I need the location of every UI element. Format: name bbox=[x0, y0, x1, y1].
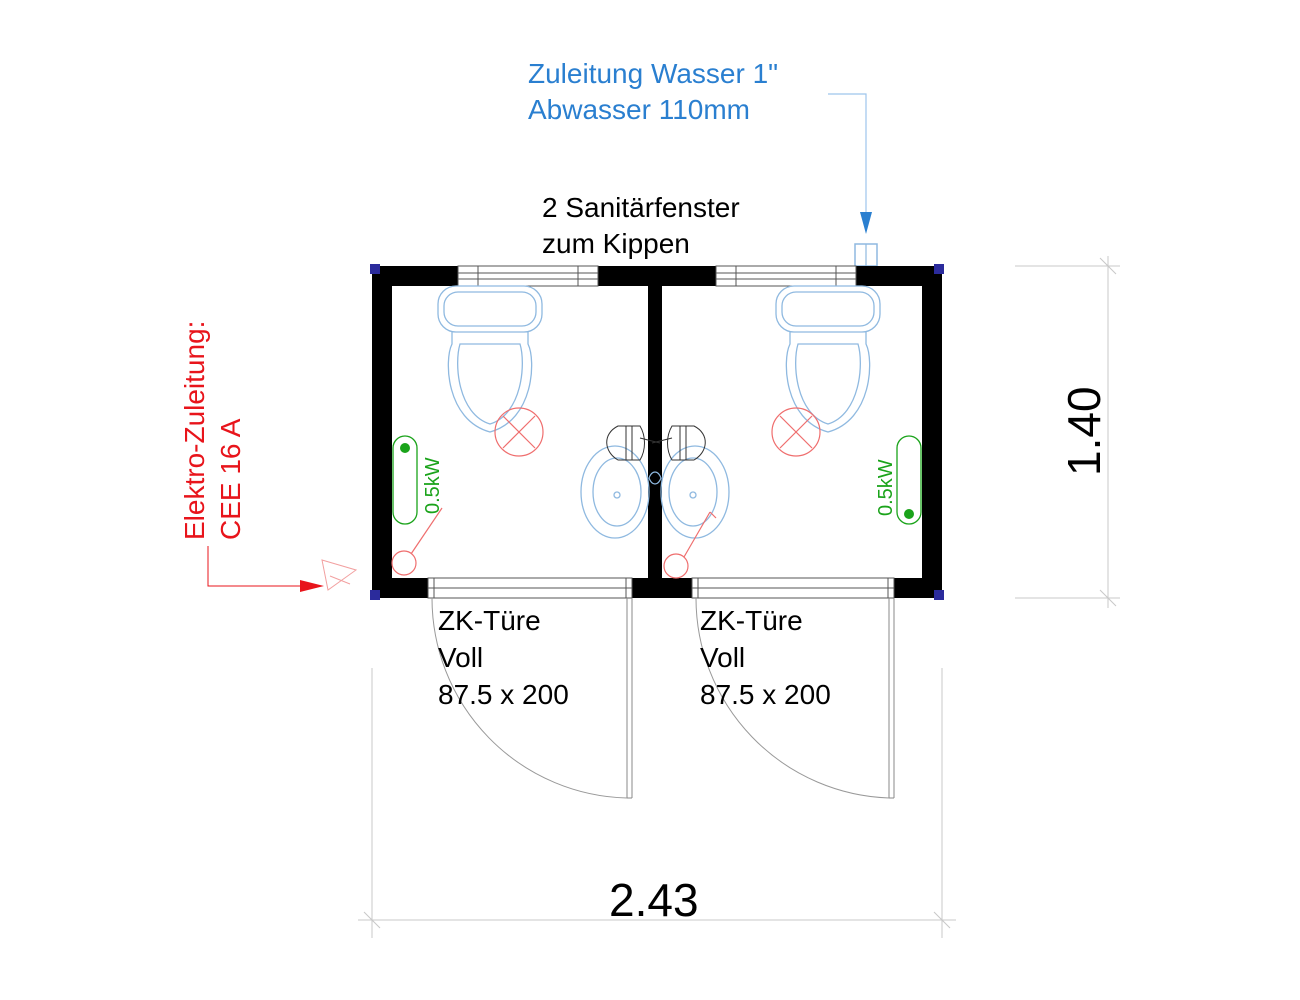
heater-label-right: 0.5kW bbox=[875, 459, 897, 516]
electric-label-line1: Elektro-Zuleitung: bbox=[179, 321, 210, 540]
light-switch-left bbox=[391, 507, 443, 576]
heater-right bbox=[896, 435, 922, 525]
door-left bbox=[427, 577, 633, 799]
electric-supply-leader bbox=[207, 546, 358, 592]
electric-label-line2: CEE 16 A bbox=[215, 418, 246, 540]
toilet-right bbox=[775, 285, 881, 433]
heater-label-left: 0.5kW bbox=[422, 457, 444, 514]
windows-label-line2: zum Kippen bbox=[542, 228, 690, 259]
width-dimension: 2.43 bbox=[609, 874, 699, 926]
water-supply-label: Zuleitung Wasser 1" bbox=[528, 58, 779, 89]
window-left bbox=[457, 265, 599, 287]
door-right-label-line3: 87.5 x 200 bbox=[700, 679, 831, 710]
floor-drain-right bbox=[771, 407, 821, 457]
windows-label-line1: 2 Sanitärfenster bbox=[542, 192, 740, 223]
walls bbox=[372, 266, 942, 598]
wastewater-label: Abwasser 110mm bbox=[528, 94, 751, 125]
door-right-label-line1: ZK-Türe bbox=[700, 605, 803, 636]
dimension-lines bbox=[358, 256, 1120, 938]
depth-dimension: 1.40 bbox=[1058, 386, 1110, 476]
toilet-left bbox=[437, 285, 543, 433]
door-right bbox=[691, 577, 895, 799]
window-right bbox=[715, 265, 857, 287]
dispenser-right bbox=[651, 425, 706, 461]
corner-posts bbox=[370, 264, 944, 600]
door-left-label-line1: ZK-Türe bbox=[438, 605, 541, 636]
door-right-label-line2: Voll bbox=[700, 642, 746, 673]
door-left-label-line3: 87.5 x 200 bbox=[438, 679, 569, 710]
dispenser-left bbox=[606, 425, 661, 461]
light-switch-right bbox=[663, 511, 717, 579]
door-left-label-line2: Voll bbox=[438, 642, 484, 673]
water-supply-leader bbox=[828, 93, 878, 267]
sink-left bbox=[580, 445, 650, 539]
heater-left bbox=[392, 435, 418, 525]
floor-drain-left bbox=[494, 407, 544, 457]
